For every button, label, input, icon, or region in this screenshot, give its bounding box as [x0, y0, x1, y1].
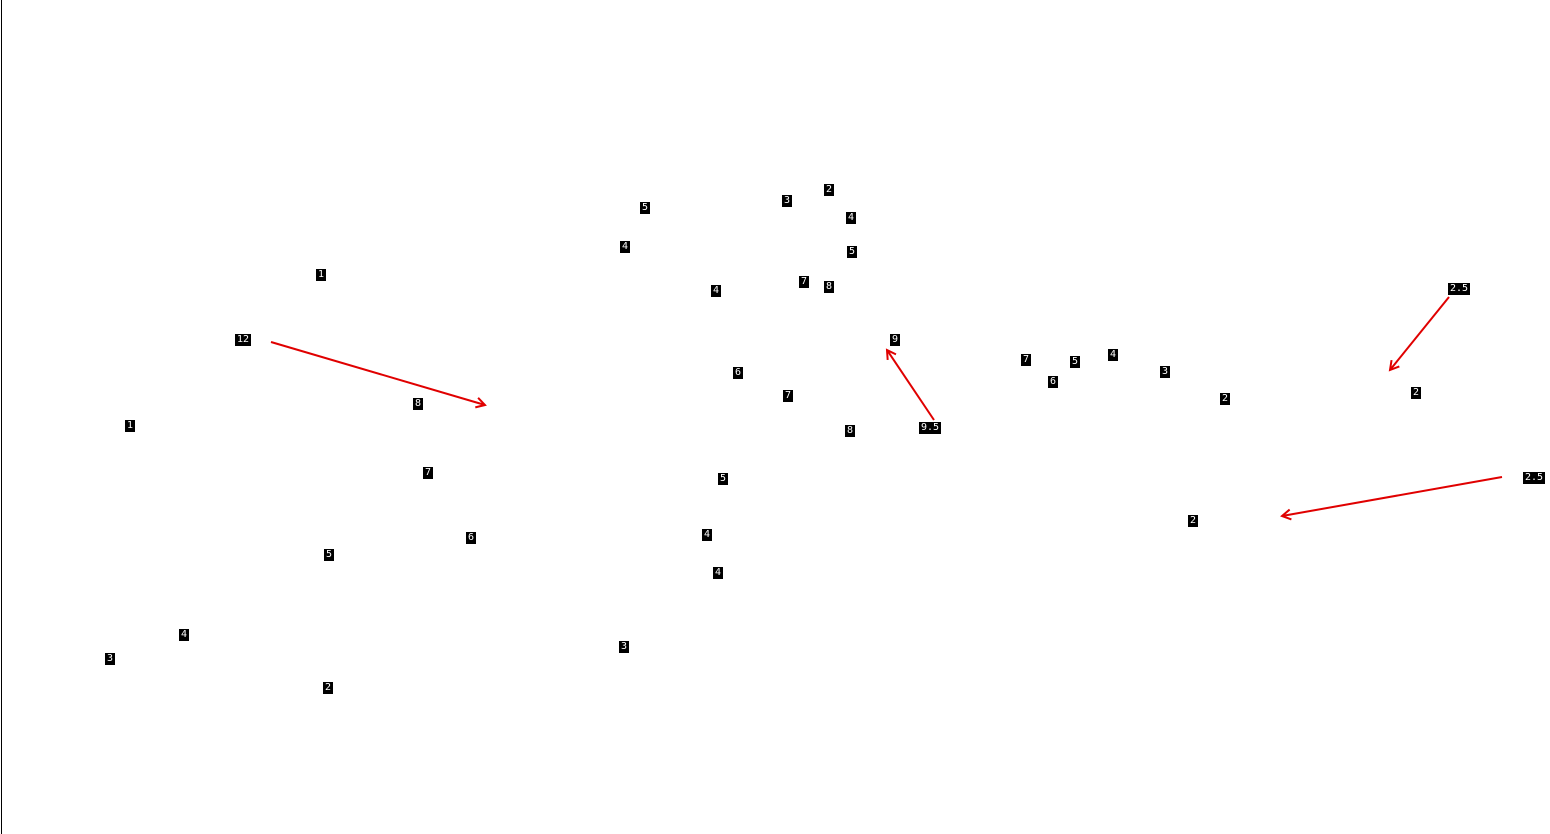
red-arrow — [1388, 296, 1450, 372]
value-label: 5 — [324, 549, 335, 561]
value-label: 5 — [1070, 356, 1081, 368]
arrow-head — [475, 397, 487, 409]
arrow-head — [1280, 508, 1292, 521]
value-label: 2.5 — [1448, 283, 1471, 295]
value-label: 9 — [890, 334, 901, 346]
value-label: 4 — [179, 629, 190, 641]
value-label: 6 — [466, 532, 477, 544]
value-label: 7 — [799, 276, 810, 288]
value-label: 4 — [846, 212, 857, 224]
value-label: 1 — [125, 420, 136, 432]
value-label: 2 — [1411, 387, 1422, 399]
arrow-shaft — [1281, 476, 1503, 517]
left-border-line — [1, 0, 2, 834]
value-label: 8 — [824, 281, 835, 293]
value-label: 4 — [1108, 349, 1119, 361]
value-label: 2.5 — [1523, 472, 1546, 484]
arrow-shaft — [270, 341, 486, 406]
value-label: 5 — [718, 473, 729, 485]
arrow-group — [270, 296, 1503, 521]
value-label: 3 — [1160, 366, 1171, 378]
value-label: 2 — [1188, 515, 1199, 527]
value-label: 3 — [782, 195, 793, 207]
value-label: 5 — [847, 246, 858, 258]
value-label: 12 — [235, 334, 252, 346]
value-label: 2 — [1220, 393, 1231, 405]
value-label: 4 — [702, 529, 713, 541]
value-label: 7 — [783, 390, 794, 402]
value-label: 5 — [640, 202, 651, 214]
value-label: 3 — [105, 653, 116, 665]
value-label: 7 — [423, 467, 434, 479]
value-label: 2 — [824, 184, 835, 196]
value-label: 7 — [1021, 354, 1032, 366]
value-label: 4 — [620, 241, 631, 253]
value-label: 6 — [733, 367, 744, 379]
arrow-shaft — [886, 349, 935, 421]
value-label: 2 — [323, 682, 334, 694]
arrow-head — [885, 348, 897, 361]
red-arrow — [1280, 476, 1503, 521]
value-label: 8 — [413, 398, 424, 410]
value-label: 9.5 — [919, 422, 942, 434]
value-label: 6 — [1048, 376, 1059, 388]
value-label: 4 — [713, 567, 724, 579]
red-arrow — [885, 348, 935, 421]
value-label: 4 — [711, 285, 722, 297]
arrow-head — [1388, 359, 1400, 372]
value-label: 3 — [619, 641, 630, 653]
value-label: 1 — [316, 269, 327, 281]
red-arrow — [270, 341, 487, 409]
arrow-shaft — [1389, 296, 1450, 371]
value-label: 8 — [845, 425, 856, 437]
